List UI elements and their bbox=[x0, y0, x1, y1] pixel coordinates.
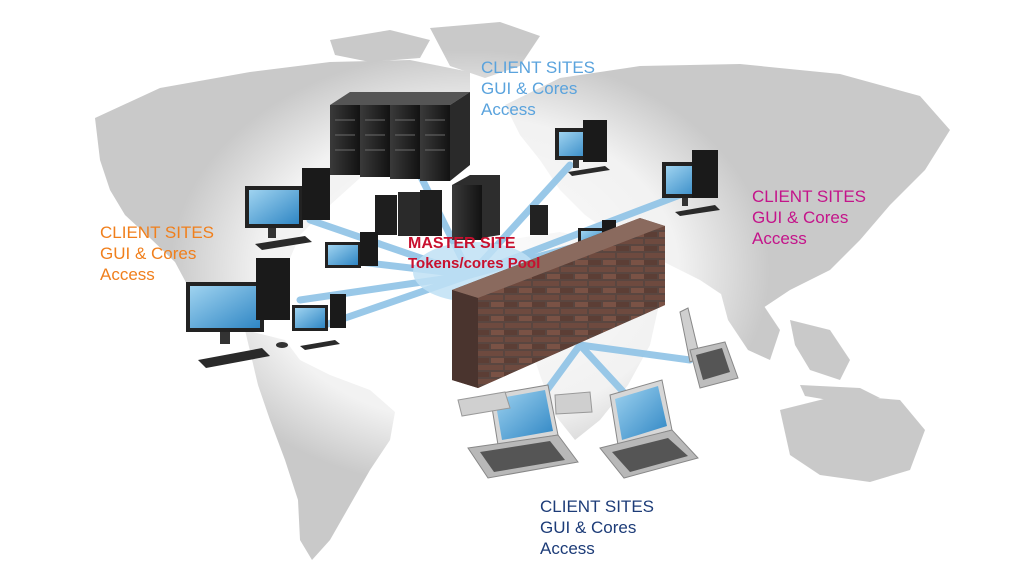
label-line: Access bbox=[752, 229, 807, 248]
master-site-label: MASTER SITE Tokens/cores Pool bbox=[408, 234, 540, 274]
label-line: CLIENT SITES bbox=[100, 223, 214, 242]
client-sites-label-top: CLIENT SITES GUI & Cores Access bbox=[481, 57, 595, 120]
desktop-computer-icon bbox=[555, 120, 610, 176]
desktop-computer-icon bbox=[292, 294, 346, 350]
label-line: CLIENT SITES bbox=[481, 58, 595, 77]
label-line: Access bbox=[100, 265, 155, 284]
desktop-computer-icon bbox=[662, 150, 720, 216]
master-server-icon bbox=[375, 175, 548, 240]
client-sites-label-bottom: CLIENT SITES GUI & Cores Access bbox=[540, 496, 654, 559]
label-line: GUI & Cores bbox=[752, 208, 849, 227]
laptop-icon bbox=[679, 307, 739, 389]
desktop-computer-icon bbox=[186, 258, 290, 368]
brick-firewall-icon bbox=[452, 218, 665, 388]
client-sites-label-left: CLIENT SITES GUI & Cores Access bbox=[100, 222, 214, 285]
label-line: GUI & Cores bbox=[481, 79, 578, 98]
link-laptop-3 bbox=[576, 341, 694, 364]
desktop-computer-icon bbox=[325, 232, 378, 268]
label-line: Access bbox=[481, 100, 536, 119]
master-site-title: MASTER SITE bbox=[408, 235, 516, 252]
client-sites-label-right: CLIENT SITES GUI & Cores Access bbox=[752, 186, 866, 249]
label-line: Access bbox=[540, 539, 595, 558]
label-line: GUI & Cores bbox=[100, 244, 197, 263]
label-line: GUI & Cores bbox=[540, 518, 637, 537]
laptop-icon bbox=[457, 391, 593, 417]
master-site-subtitle: Tokens/cores Pool bbox=[408, 255, 541, 272]
label-line: CLIENT SITES bbox=[752, 187, 866, 206]
label-line: CLIENT SITES bbox=[540, 497, 654, 516]
desktop-computer-icon bbox=[245, 168, 330, 250]
laptop-icon bbox=[599, 379, 699, 479]
server-rack-icon bbox=[330, 92, 470, 181]
